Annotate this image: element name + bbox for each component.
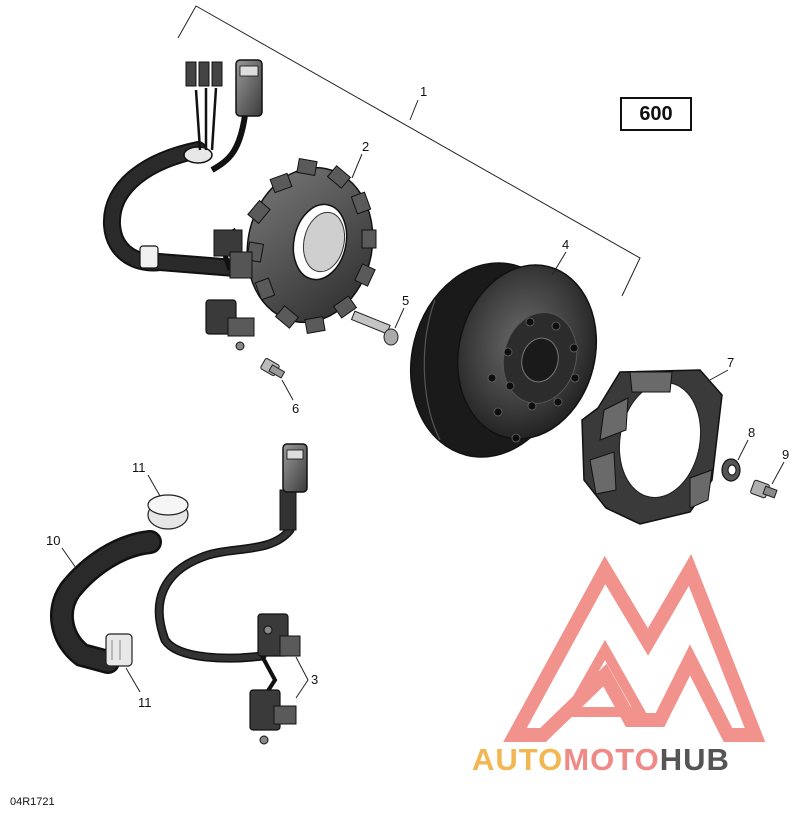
- stator-icon: [245, 157, 377, 335]
- callout-7: 7: [727, 355, 734, 370]
- protective-hose-10-icon: [50, 530, 162, 674]
- leader-3: [295, 656, 309, 699]
- leader-2: [351, 153, 363, 179]
- leader-5: [394, 307, 405, 329]
- leader-9: [771, 461, 785, 485]
- callout-labels: 1 2 3 4 5 6 7 8 9 10 11 11: [46, 84, 789, 710]
- leader-7: [709, 369, 729, 381]
- callout-4: 4: [562, 237, 569, 252]
- assembly-bracket: [177, 5, 641, 297]
- washer-8-icon: [721, 458, 741, 482]
- crank-sensor-upper-icon: [205, 299, 255, 351]
- trigger-wheel-icon: [581, 369, 723, 525]
- leader-4: [551, 251, 567, 276]
- callout-3: 3: [311, 672, 318, 687]
- clamp-11-upper-icon: [147, 494, 189, 530]
- callout-11-lower: 11: [138, 695, 152, 710]
- leader-11-lower: [125, 667, 141, 693]
- bolt-6-icon: [260, 358, 286, 379]
- callout-5: 5: [402, 293, 409, 308]
- stator-harness-icon: [103, 59, 263, 279]
- document-code: 04R1721: [10, 796, 55, 808]
- callout-8: 8: [748, 425, 755, 440]
- bolt-5-icon: [350, 310, 399, 346]
- wordmark-auto: AUTO: [472, 742, 564, 777]
- crank-sensor-harness-3-icon: [154, 443, 308, 745]
- callout-9: 9: [782, 447, 789, 462]
- callout-6: 6: [292, 401, 299, 416]
- wordmark-moto: MOTO: [563, 742, 660, 777]
- leader-1: [409, 99, 419, 121]
- leader-6: [281, 379, 294, 401]
- rotor-flywheel-icon: [409, 262, 598, 458]
- callout-1: 1: [420, 84, 427, 99]
- leader-8: [737, 439, 749, 461]
- callout-11-upper: 11: [132, 460, 146, 475]
- leader-11-upper: [147, 474, 161, 497]
- callout-10: 10: [46, 533, 60, 548]
- model-number-badge: 600: [620, 97, 692, 131]
- watermark-logo-icon: [503, 554, 766, 742]
- watermark-wordmark: AUTOMOTOHUB: [472, 742, 792, 778]
- wordmark-hub: HUB: [659, 742, 730, 777]
- leader-10: [61, 547, 77, 569]
- callout-2: 2: [362, 139, 369, 154]
- bolt-9-icon: [750, 479, 778, 499]
- clamp-11-lower-icon: [105, 633, 133, 667]
